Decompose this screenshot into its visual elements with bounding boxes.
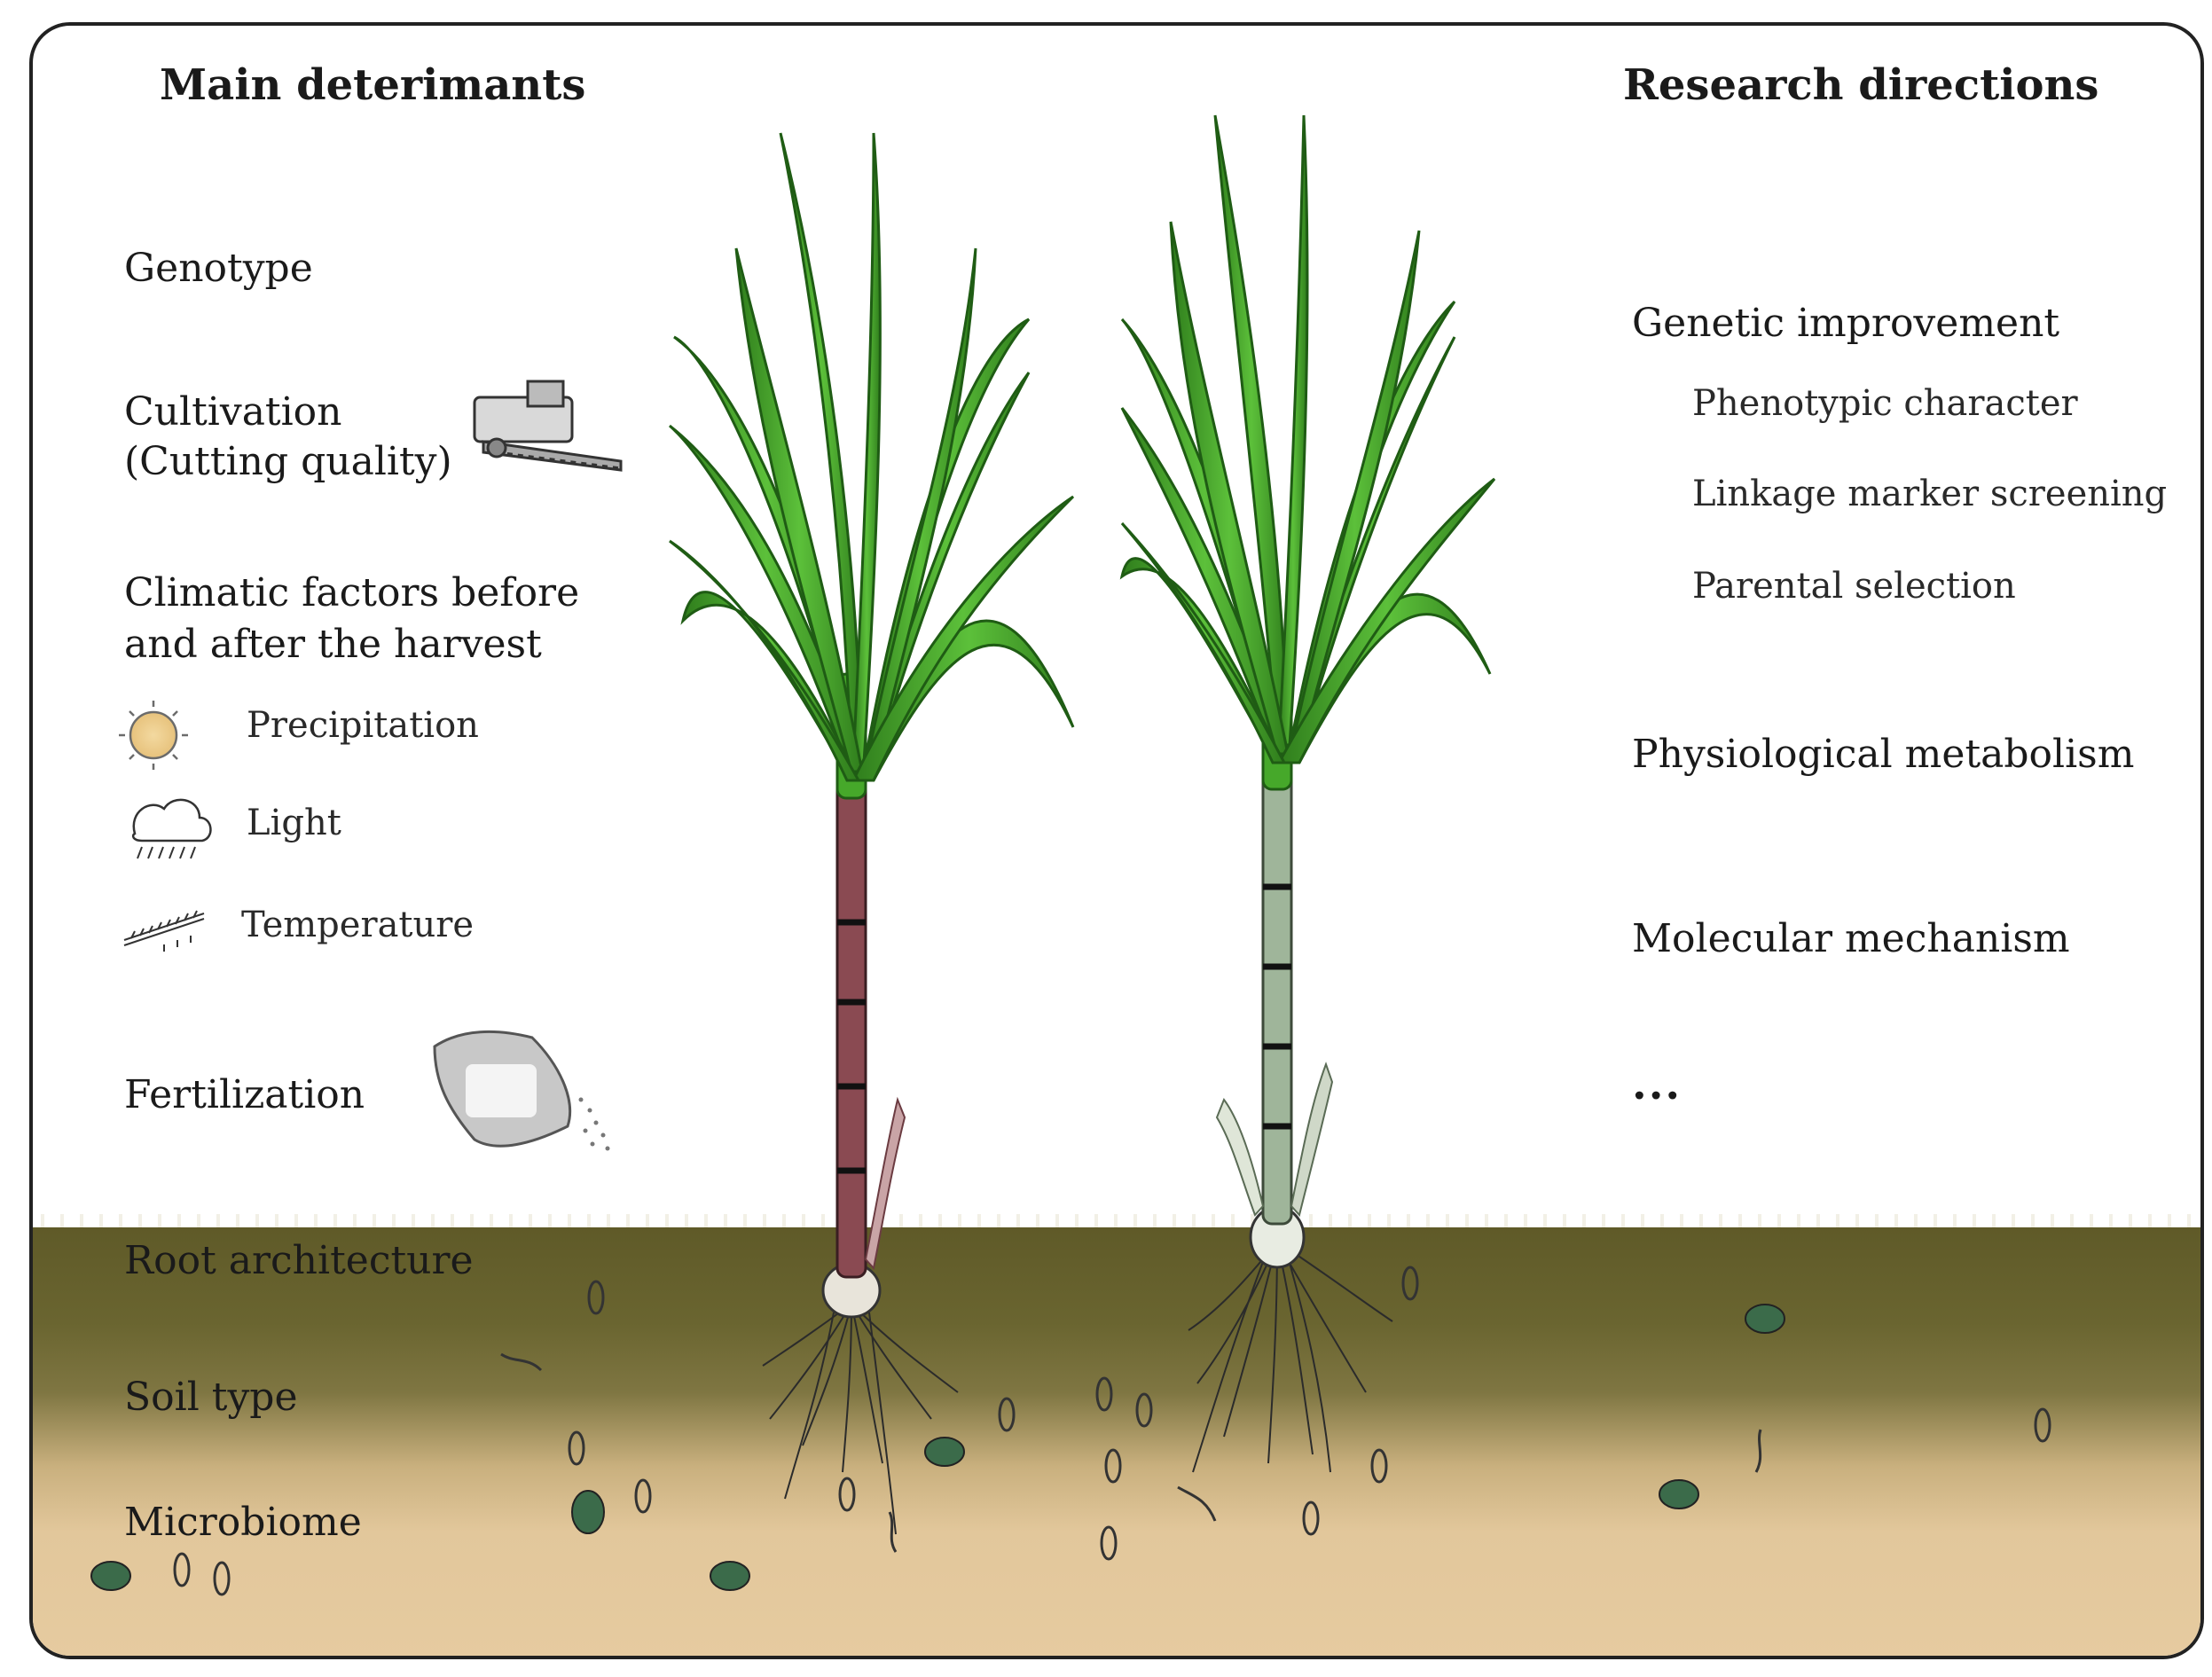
label-ellipsis: ...	[1632, 1060, 1683, 1109]
plant-right-leaves	[1119, 114, 1496, 764]
label-root-architecture: Root architecture	[124, 1238, 474, 1283]
label-linkage-marker-screening: Linkage marker screening	[1692, 474, 2168, 514]
label-genotype: Genotype	[124, 246, 313, 291]
label-physiological-metabolism: Physiological metabolism	[1632, 732, 2135, 777]
plant-left-sheath	[864, 1096, 906, 1271]
label-molecular-mechanism: Molecular mechanism	[1632, 916, 2070, 961]
plant-right-nodes	[1263, 883, 1291, 1130]
left-heading: Main deterimants	[160, 60, 586, 110]
label-soil-type: Soil type	[124, 1375, 298, 1420]
fertilizer-bag-icon	[433, 1030, 610, 1151]
plant-right-sheath	[1290, 1062, 1334, 1218]
label-fertilization: Fertilization	[124, 1072, 365, 1117]
harvester-icon	[473, 380, 623, 472]
plant-right-roots	[1188, 1241, 1393, 1473]
label-genetic-improvement: Genetic improvement	[1632, 301, 2060, 346]
right-heading: Research directions	[1623, 60, 2099, 110]
label-climatic-factors-line2: and after the harvest	[124, 622, 542, 667]
plant-left-roots	[762, 1303, 959, 1535]
label-climatic-factors-line1: Climatic factors before	[124, 570, 580, 615]
soil-layer	[33, 1227, 2200, 1656]
soil-microbes	[90, 1266, 2051, 1596]
label-microbiome: Microbiome	[124, 1500, 362, 1545]
bacteria-rods	[173, 1266, 2051, 1596]
diagram-frame	[29, 22, 2204, 1659]
thermometer-icon	[123, 910, 205, 952]
sugarcane-plant-left	[669, 132, 1075, 1535]
rain-cloud-icon	[131, 798, 212, 859]
sugarcane-plant-right	[1119, 114, 1496, 1473]
label-temperature: Temperature	[241, 905, 475, 945]
label-light: Light	[247, 803, 341, 843]
plant-left-stalk	[835, 779, 867, 1279]
label-cultivation: Cultivation	[124, 389, 342, 435]
label-parental-selection: Parental selection	[1692, 566, 2016, 607]
sun-icon	[119, 701, 188, 770]
label-phenotypic-character: Phenotypic character	[1692, 383, 2078, 424]
microbe-cluster	[90, 1304, 1785, 1591]
plant-right-stalk	[1261, 770, 1293, 1226]
plant-left-nodes	[837, 919, 866, 1174]
label-precipitation: Precipitation	[247, 705, 479, 746]
plant-left-leaves	[669, 132, 1075, 782]
label-cutting-quality: (Cutting quality)	[124, 439, 452, 484]
